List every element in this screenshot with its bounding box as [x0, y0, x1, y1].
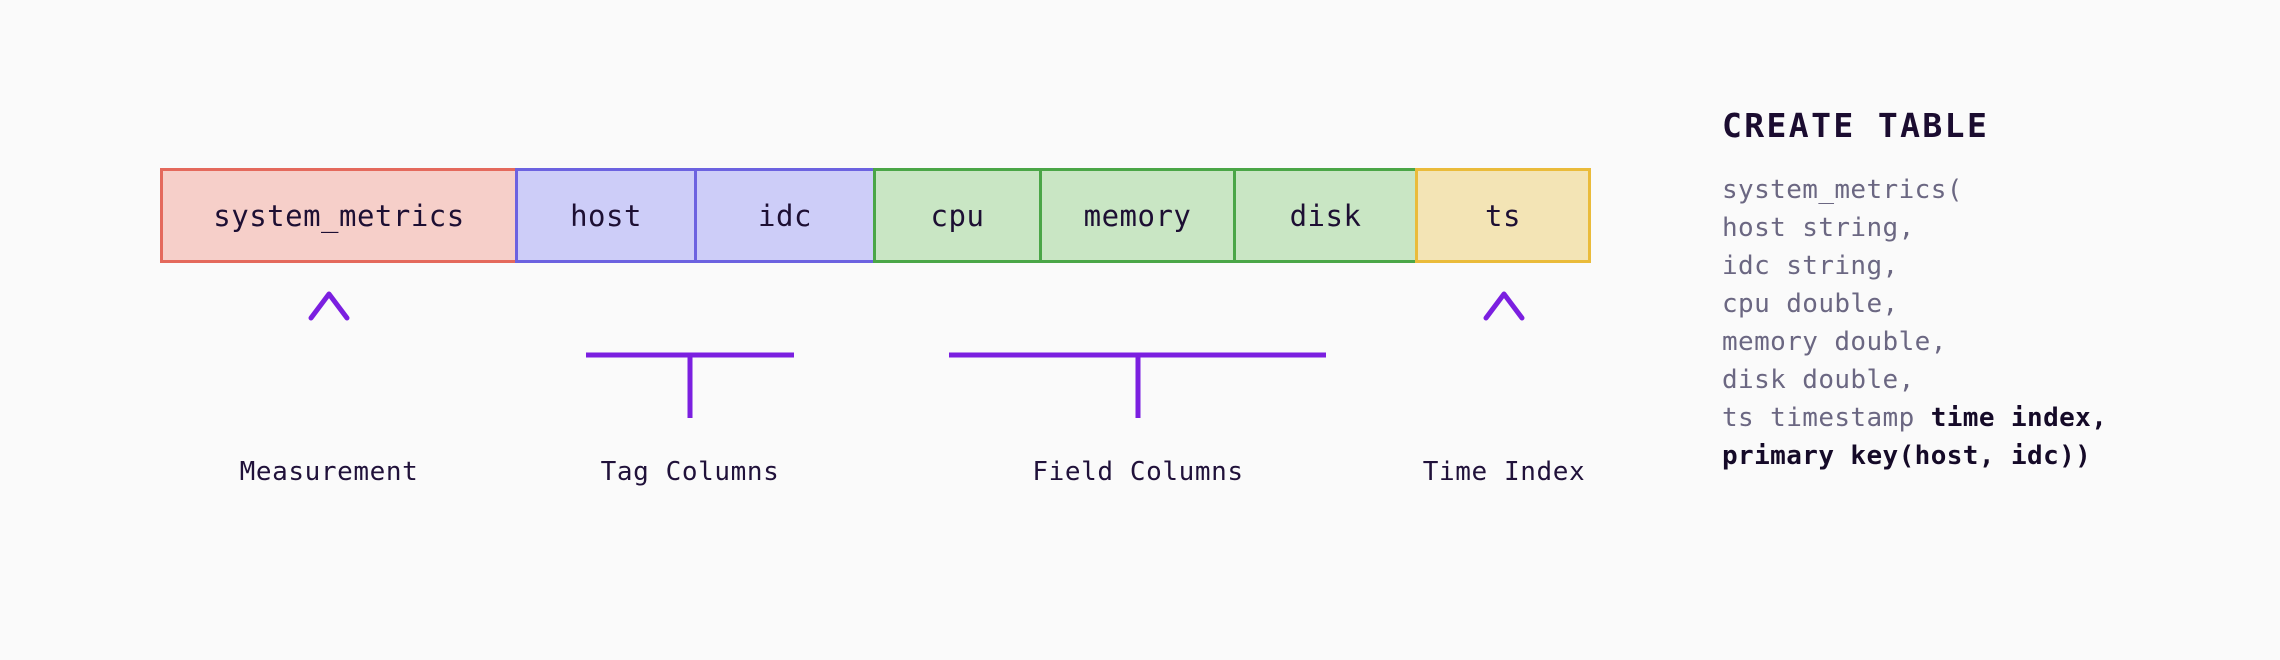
connector-field-bracket: [949, 298, 1326, 418]
schema-cell-label: host: [570, 198, 642, 233]
schema-cell-idc[interactable]: idc: [694, 168, 876, 263]
schema-cell-disk[interactable]: disk: [1233, 168, 1418, 263]
schema-row: system_metrics host idc cpu memory disk …: [160, 168, 1591, 263]
sql-line-plain: system_metrics(: [1722, 175, 1963, 205]
connector-tag-bracket: [586, 298, 794, 418]
sql-line-plain: memory double,: [1722, 327, 1947, 357]
sql-line: idc string,: [1722, 247, 2242, 285]
sql-line-plain: host string,: [1722, 213, 1915, 243]
sql-line: primary key(host, idc)): [1722, 437, 2242, 475]
sql-line-plain: disk double,: [1722, 365, 1915, 395]
schema-cell-measurement[interactable]: system_metrics: [160, 168, 518, 263]
connector-time-index-arrow: [1483, 291, 1525, 400]
annotation-label-tag-columns: Tag Columns: [600, 457, 780, 487]
schema-cell-label: ts: [1485, 198, 1521, 233]
sql-line: memory double,: [1722, 323, 2242, 361]
sql-line-bold: primary key(host, idc)): [1722, 441, 2092, 471]
sql-title: CREATE TABLE: [1722, 106, 1990, 145]
schema-cell-label: memory: [1083, 198, 1192, 233]
schema-cell-label: disk: [1289, 198, 1362, 233]
annotation-label-measurement: Measurement: [239, 457, 419, 487]
schema-cell-cpu[interactable]: cpu: [873, 168, 1042, 263]
sql-line: host string,: [1722, 209, 2242, 247]
schema-cell-label: idc: [758, 198, 812, 233]
sql-line: ts timestamp time index,: [1722, 399, 2242, 437]
sql-line-plain: idc string,: [1722, 251, 1899, 281]
sql-line-bold: time index,: [1930, 403, 2108, 433]
schema-cell-host[interactable]: host: [515, 168, 697, 263]
sql-line: system_metrics(: [1722, 171, 2242, 209]
sql-line: cpu double,: [1722, 285, 2242, 323]
annotation-label-time-index: Time Index: [1422, 457, 1586, 487]
schema-cell-label: cpu: [930, 198, 985, 233]
sql-line-plain: ts timestamp: [1722, 403, 1931, 433]
schema-cell-memory[interactable]: memory: [1039, 168, 1236, 263]
annotation-label-field-columns: Field Columns: [1032, 457, 1244, 487]
sql-line-plain: cpu double,: [1722, 289, 1899, 319]
sql-statement-block: CREATE TABLE system_metrics( host string…: [1722, 106, 2242, 475]
schema-cell-ts[interactable]: ts: [1415, 168, 1591, 263]
sql-line: disk double,: [1722, 361, 2242, 399]
schema-cell-label: system_metrics: [213, 198, 465, 233]
connector-measurement-arrow: [308, 291, 350, 400]
